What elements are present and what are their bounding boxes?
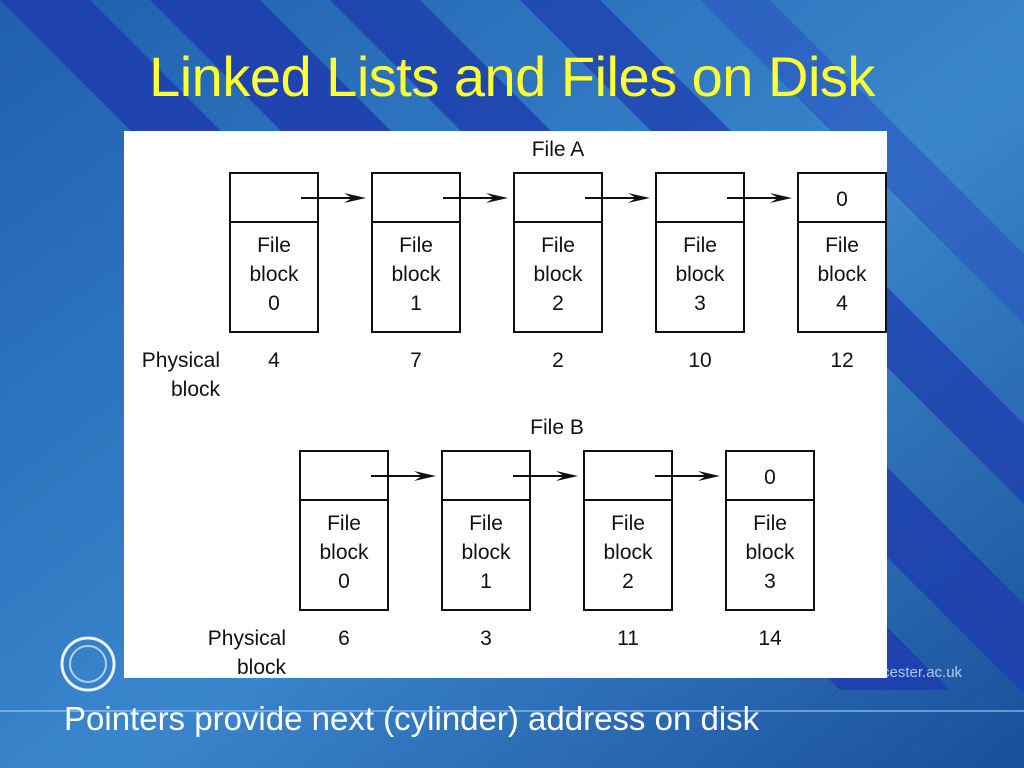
- arrow-head: [414, 471, 436, 481]
- arrow-head: [486, 193, 508, 203]
- file-block-box: [371, 172, 461, 333]
- file-block-box: [299, 450, 389, 611]
- diagram-canvas: File AFileblock04Fileblock17Fileblock22F…: [142, 138, 887, 679]
- file-block-label: block: [533, 263, 583, 286]
- file-block-box: [229, 172, 319, 333]
- file-block-label: block: [603, 541, 653, 564]
- physical-block-label: Physical: [208, 627, 286, 650]
- file-block-label: File: [399, 234, 433, 257]
- file-block-label: block: [319, 541, 369, 564]
- physical-block-number: 3: [480, 627, 492, 650]
- null-pointer: 0: [764, 466, 776, 489]
- physical-block-number: 4: [268, 349, 280, 372]
- slide-title: Linked Lists and Files on Disk: [149, 45, 875, 108]
- file-block-label: block: [745, 541, 795, 564]
- slide-caption: Pointers provide next (cylinder) address…: [64, 700, 760, 737]
- file-block-label: File: [327, 512, 361, 535]
- file-block-box: [513, 172, 603, 333]
- file-block-label: File: [541, 234, 575, 257]
- arrow-head: [628, 193, 650, 203]
- file-block-index: 2: [622, 570, 634, 593]
- file-block-index: 3: [764, 570, 776, 593]
- physical-block-label: Physical: [142, 349, 220, 372]
- physical-block-number: 14: [758, 627, 782, 650]
- file-block-index: 1: [480, 570, 492, 593]
- physical-block-number: 12: [830, 349, 853, 372]
- file-block-index: 0: [338, 570, 350, 593]
- file-block-label: block: [249, 263, 299, 286]
- file-title: File B: [530, 416, 584, 439]
- file-block-label: block: [391, 263, 441, 286]
- file-block-box: [797, 172, 887, 333]
- physical-block-label: block: [171, 378, 221, 401]
- arrow-head: [698, 471, 720, 481]
- file-block-label: block: [461, 541, 511, 564]
- file-block-label: File: [257, 234, 291, 257]
- file-block-label: block: [817, 263, 867, 286]
- file-block-label: block: [675, 263, 725, 286]
- physical-block-number: 6: [338, 627, 350, 650]
- physical-block-number: 11: [617, 627, 639, 650]
- arrow-head: [344, 193, 366, 203]
- arrow-head: [556, 471, 578, 481]
- file-title: File A: [532, 138, 585, 161]
- file-block-label: File: [683, 234, 717, 257]
- file-block-index: 3: [694, 292, 706, 315]
- file-block-label: File: [825, 234, 859, 257]
- arrow-head: [770, 193, 792, 203]
- file-block-index: 2: [552, 292, 564, 315]
- null-pointer: 0: [836, 188, 848, 211]
- file-block-label: File: [469, 512, 503, 535]
- file-block-label: File: [753, 512, 787, 535]
- physical-block-number: 7: [410, 349, 422, 372]
- file-block-box: [441, 450, 531, 611]
- file-block-index: 0: [268, 292, 280, 315]
- physical-block-number: 2: [552, 349, 564, 372]
- file-block-box: [655, 172, 745, 333]
- physical-block-number: 10: [688, 349, 711, 372]
- university-logo-icon: [60, 636, 116, 692]
- file-block-index: 4: [836, 292, 848, 315]
- file-block-label: File: [611, 512, 645, 535]
- physical-block-label: block: [237, 656, 287, 678]
- file-block-box: [583, 450, 673, 611]
- file-block-index: 1: [410, 292, 422, 315]
- file-block-box: [725, 450, 815, 611]
